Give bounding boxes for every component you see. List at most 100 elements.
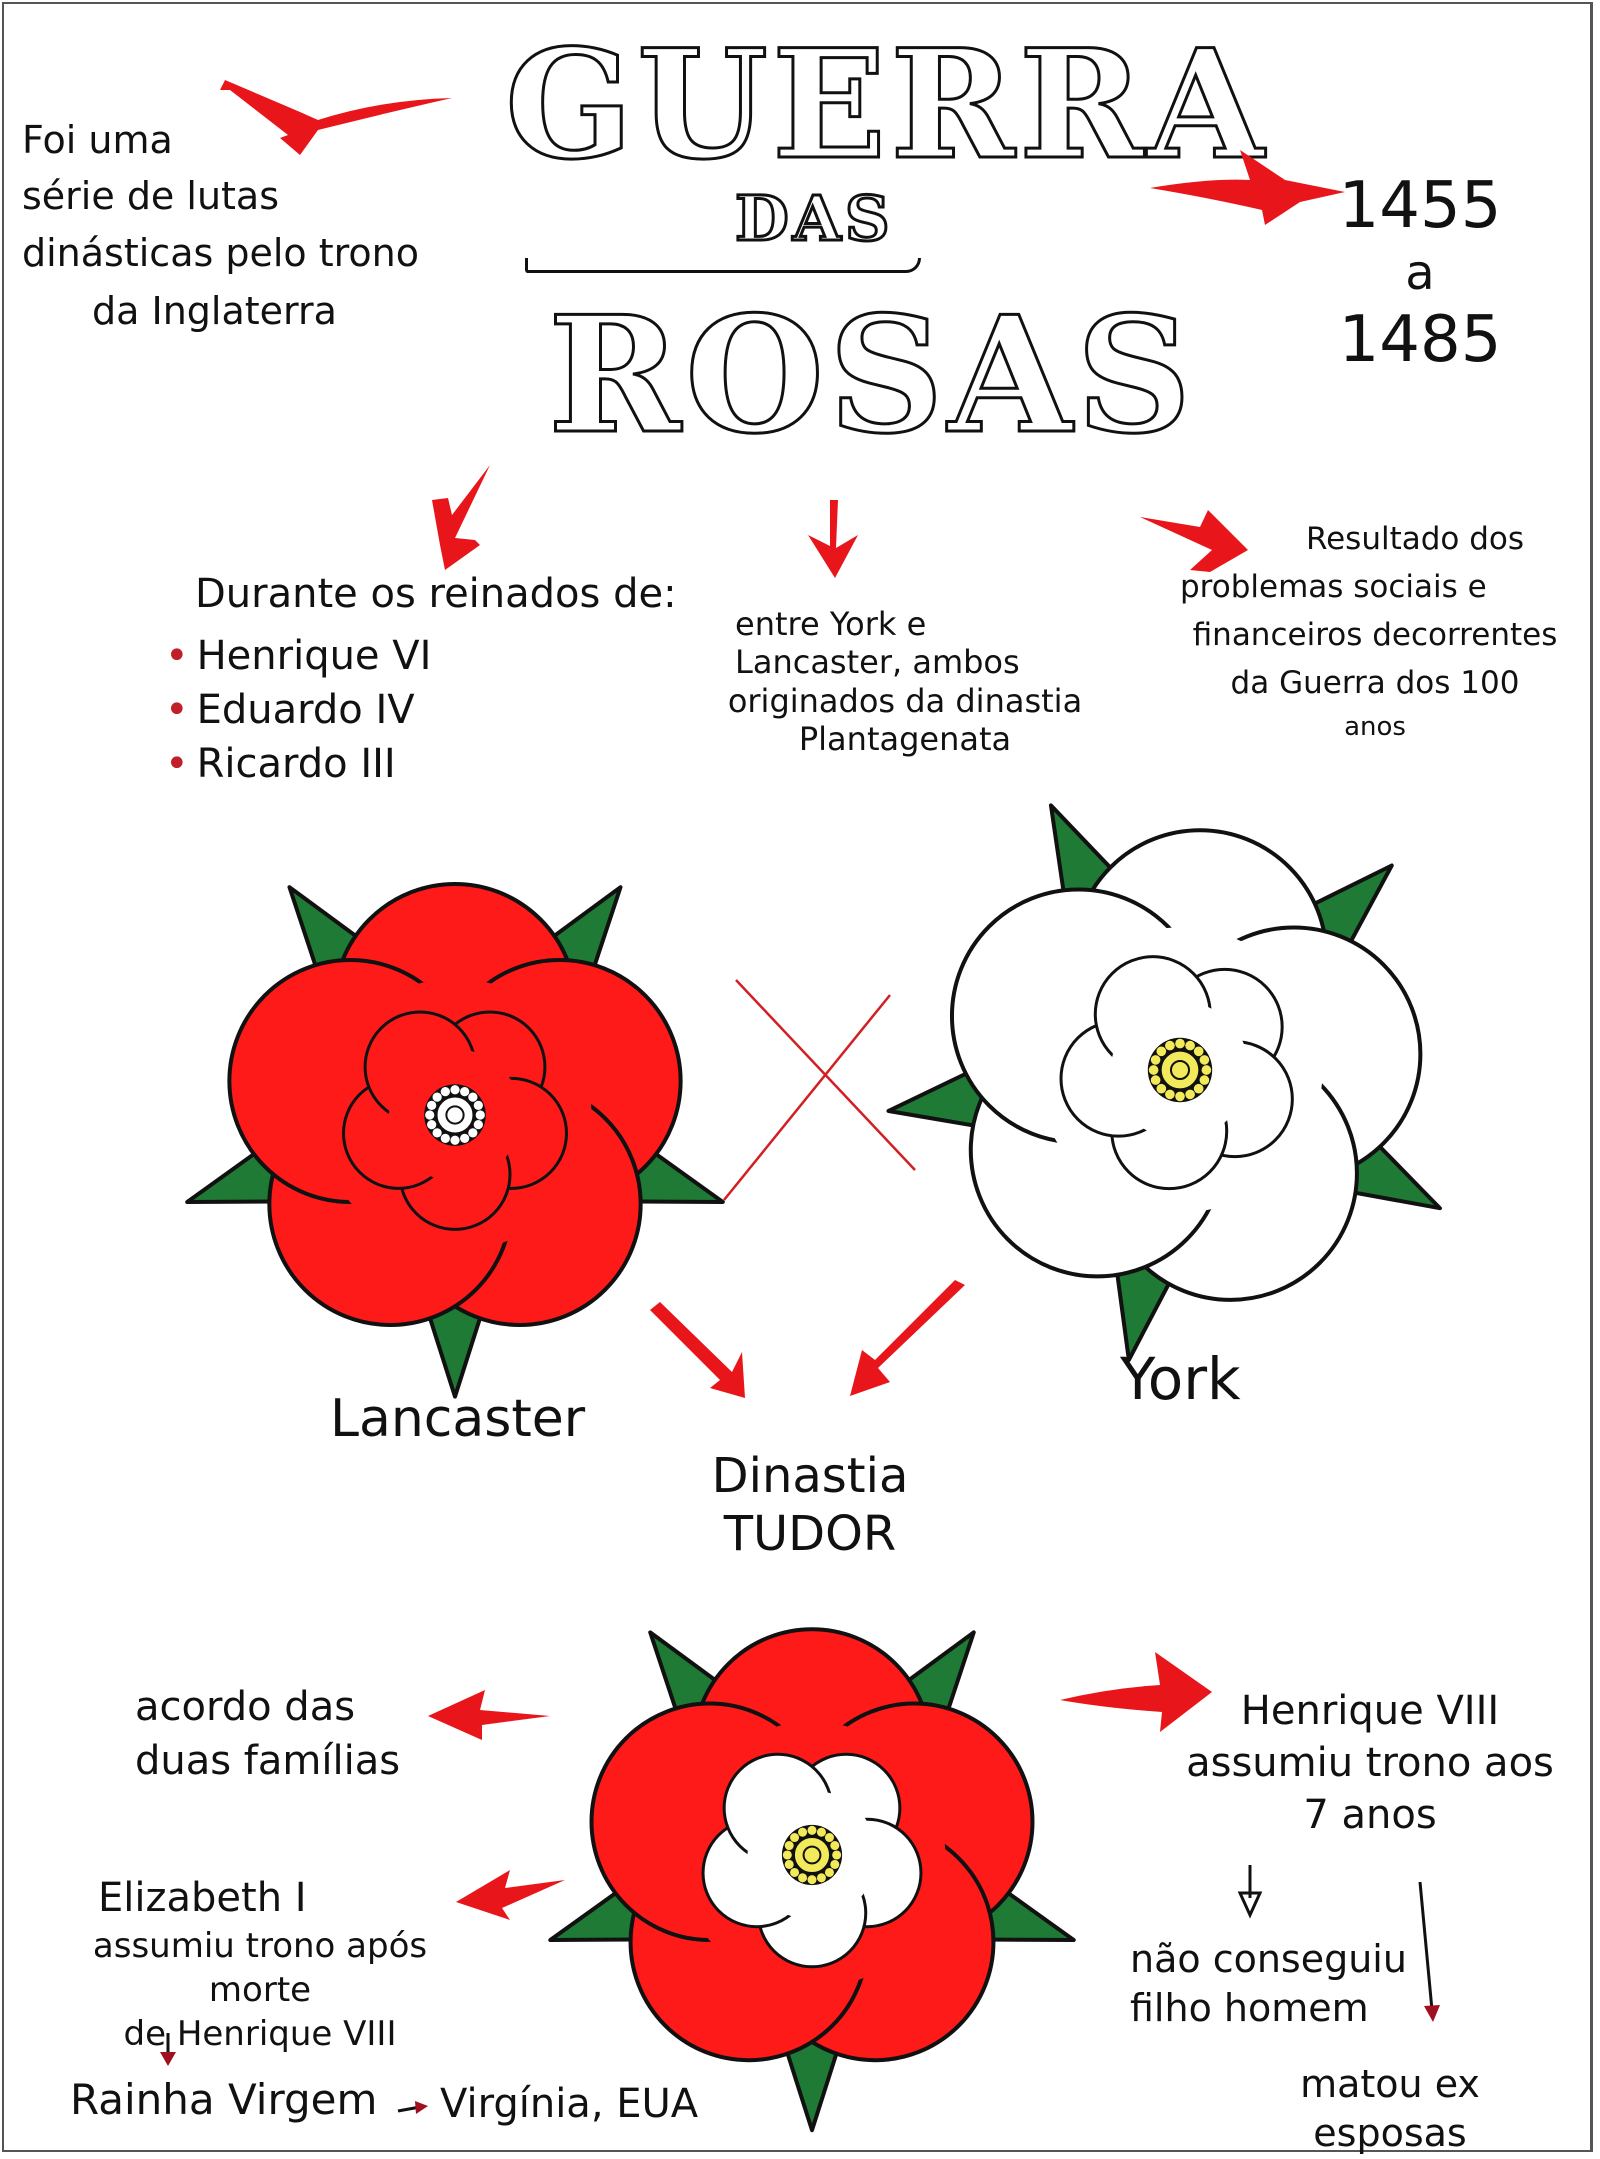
arrow-to-killed	[1418, 1881, 1434, 2011]
arrow-down-to-reigns	[432, 465, 490, 570]
arrow-tudor-to-agreement	[428, 1690, 550, 1740]
stamen-dot	[1165, 1089, 1175, 1100]
stamen-dot	[782, 1850, 792, 1860]
date-end: 1485	[1338, 303, 1502, 378]
stamen-dot	[468, 1092, 478, 1102]
cause-note: Resultado dos problemas sociais e financ…	[1170, 515, 1580, 747]
stamen-dot	[784, 1859, 794, 1869]
stamen-dot	[427, 1100, 437, 1110]
arrow-tudor-to-henry	[1060, 1652, 1212, 1732]
no-son-line: não conseguiu	[1130, 1937, 1407, 1981]
henry-line: 7 anos	[1303, 1792, 1437, 1838]
arrows	[220, 80, 1345, 1920]
virginia-label: Virgínia, EUA	[440, 2081, 699, 2127]
stamen-dot	[475, 1110, 485, 1120]
stamen-dot	[1193, 1083, 1204, 1094]
stamen-dot	[473, 1100, 483, 1110]
stamen-dot	[832, 1850, 842, 1860]
stamen-dot	[830, 1859, 840, 1869]
date-range: 1455 a 1485	[1320, 168, 1520, 379]
ink-arrows	[160, 1865, 1440, 2114]
tudor-label-line1: Dinastia	[711, 1448, 909, 1504]
stamen-dot	[1150, 1055, 1161, 1065]
stamen-dot	[468, 1128, 478, 1138]
agreement-line: acordo das	[135, 1684, 356, 1730]
stamen-dot	[460, 1087, 470, 1097]
stamen-dot	[1150, 1075, 1161, 1085]
cause-line: anos	[1344, 712, 1406, 743]
center-dot	[445, 1105, 465, 1125]
stamen-dot	[1156, 1046, 1167, 1057]
stamen-dot	[427, 1120, 437, 1130]
stamen-dot	[450, 1085, 460, 1095]
stamen-dot	[440, 1133, 450, 1143]
houses-line: entre York e	[735, 605, 927, 643]
roses-group	[185, 803, 1442, 2133]
reigns-block: Durante os reinados de: Henrique VI Edua…	[165, 570, 677, 788]
stamen-dot	[450, 1135, 460, 1145]
stamen-dot	[1185, 1089, 1195, 1100]
intro-line: da Inglaterra	[92, 288, 337, 333]
lancaster-rose	[185, 882, 725, 1399]
stamen-dot	[816, 1873, 826, 1883]
cause-line: da Guerra dos 100	[1230, 665, 1520, 702]
stamen-dot	[473, 1120, 483, 1130]
arrowhead	[1424, 2005, 1440, 2022]
tudor-rose	[548, 1627, 1076, 2133]
stamen-dot	[824, 1867, 834, 1877]
stamen-dot	[807, 1875, 817, 1885]
reigns-heading: Durante os reinados de:	[195, 571, 677, 617]
stamen-dot	[1199, 1055, 1210, 1065]
date-start: 1455	[1338, 169, 1502, 243]
reign-name: Henrique VI	[196, 633, 432, 679]
arrow-york-to-tudor	[850, 1280, 965, 1396]
cause-line: Resultado dos	[1305, 521, 1525, 557]
stamen-dot	[1175, 1091, 1185, 1102]
arrow-right-to-cause	[1140, 510, 1248, 572]
stamen-dot	[1175, 1038, 1185, 1049]
killed-line: matou ex	[1300, 2062, 1480, 2106]
arrowhead	[415, 2101, 428, 2114]
stamen-dot	[816, 1827, 826, 1837]
killed-line: esposas	[1313, 2111, 1467, 2156]
stamen-dot	[432, 1092, 442, 1102]
center-dot	[1169, 1059, 1191, 1081]
stamen-dot	[460, 1133, 470, 1143]
tudor-label-line2: TUDOR	[723, 1505, 897, 1562]
stamen-dot	[830, 1841, 840, 1851]
stamen-dot	[440, 1087, 450, 1097]
stamen-dot	[1201, 1065, 1212, 1075]
date-separator: a	[1405, 244, 1435, 301]
intro-line: série de lutas	[22, 173, 280, 218]
houses-line: originados da dinastia	[727, 681, 1083, 720]
stamen-dot	[1199, 1075, 1210, 1085]
stamen-dot	[1156, 1083, 1167, 1094]
stamen-dot	[824, 1833, 834, 1843]
henry-note: Henrique VIII assumiu trono aos 7 anos	[1180, 1685, 1560, 1841]
reign-item: Henrique VI	[165, 632, 677, 680]
reign-name: Eduardo IV	[196, 687, 415, 733]
elizabeth-line: assumiu trono após morte	[92, 1926, 428, 2011]
houses-line: Lancaster, ambos	[735, 643, 1020, 682]
title-das: DAS	[734, 182, 894, 255]
stamen-dot	[798, 1827, 808, 1837]
tudor-label: Dinastia TUDOR	[660, 1448, 960, 1563]
no-son-line: filho homem	[1130, 1986, 1369, 2031]
stamen-dot	[1148, 1065, 1159, 1075]
york-rose	[886, 803, 1442, 1362]
title-guerra: GUERRA	[504, 17, 1268, 193]
cause-line: problemas sociais e	[1180, 569, 1487, 606]
lancaster-label: Lancaster	[330, 1389, 586, 1449]
stamen-dot	[790, 1867, 800, 1877]
stamen-dot	[1193, 1046, 1204, 1057]
versus-x	[723, 979, 916, 1201]
elizabeth-line: Elizabeth I	[98, 1875, 307, 1921]
arrow-lancaster-to-tudor	[650, 1302, 745, 1398]
stamen-dot	[807, 1825, 817, 1835]
arrow-right-to-dates	[1150, 150, 1345, 225]
stamen-dot	[790, 1833, 800, 1843]
stamen-dot	[784, 1841, 794, 1851]
stamen-dot	[798, 1873, 808, 1883]
